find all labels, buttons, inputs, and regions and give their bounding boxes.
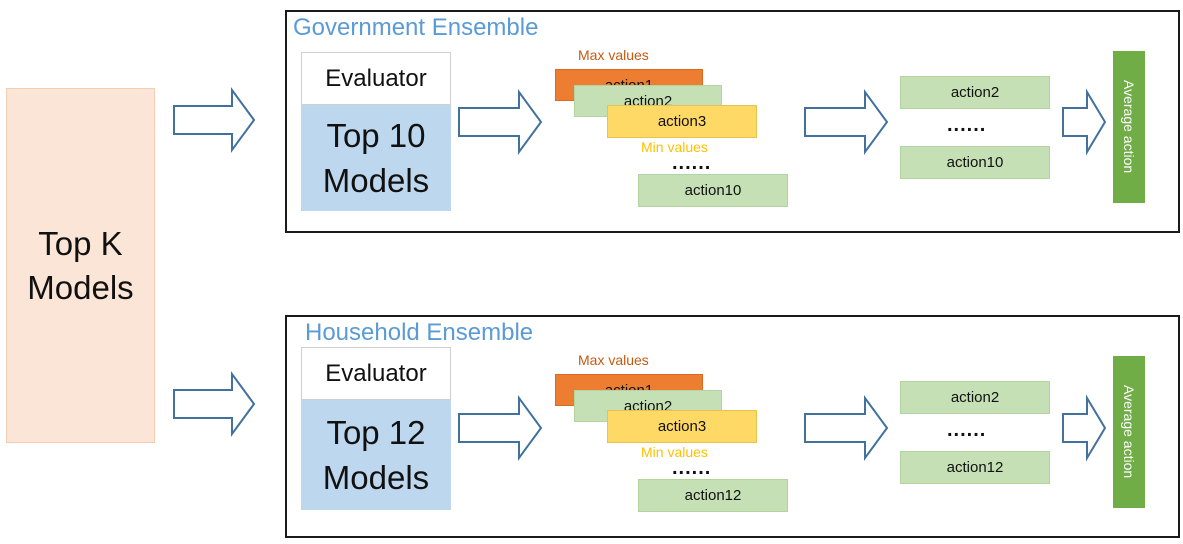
- max-values-label: Max values: [578, 47, 649, 63]
- arrow-topk-to-government: [173, 86, 256, 154]
- top-k-models-box: Top K Models: [6, 88, 155, 443]
- selected-action-last: action12: [900, 451, 1050, 484]
- stack-ellipsis: ......: [672, 457, 712, 479]
- top-models-box: Top 12 Models: [301, 400, 451, 510]
- government-ensemble-panel: Government Ensemble Evaluator Top 10 Mod…: [285, 10, 1180, 233]
- arrow-selected-to-average: [1062, 88, 1107, 156]
- selected-action-last: action10: [900, 146, 1050, 179]
- selected-ellipsis: ......: [947, 114, 987, 136]
- selected-ellipsis: ......: [947, 419, 987, 441]
- action-box-3: action3: [607, 105, 757, 138]
- min-values-label: Min values: [641, 444, 708, 460]
- selected-action-first: action2: [900, 76, 1050, 109]
- ensemble-title: Household Ensemble: [305, 319, 534, 346]
- min-values-label: Min values: [641, 139, 708, 155]
- stack-ellipsis: ......: [672, 152, 712, 174]
- arrow-selected-to-average: [1062, 394, 1107, 462]
- average-action-box: Average action: [1113, 356, 1145, 508]
- arrow-models-to-actions: [458, 88, 543, 156]
- average-action-label: Average action: [1121, 385, 1137, 479]
- average-action-box: Average action: [1113, 51, 1145, 203]
- top-models-box: Top 10 Models: [301, 105, 451, 211]
- ensemble-title: Government Ensemble: [293, 14, 539, 41]
- arrow-actions-to-selected: [804, 88, 889, 156]
- max-values-label: Max values: [578, 352, 649, 368]
- household-ensemble-panel: Household Ensemble Evaluator Top 12 Mode…: [285, 315, 1180, 538]
- arrow-models-to-actions: [458, 394, 543, 462]
- action-box-last: action12: [638, 479, 788, 512]
- average-action-label: Average action: [1121, 80, 1137, 174]
- action-box-3: action3: [607, 410, 757, 443]
- evaluator-box: Evaluator: [301, 52, 451, 105]
- arrow-topk-to-household: [173, 370, 256, 438]
- selected-action-first: action2: [900, 381, 1050, 414]
- arrow-actions-to-selected: [804, 394, 889, 462]
- evaluator-box: Evaluator: [301, 347, 451, 400]
- action-box-last: action10: [638, 174, 788, 207]
